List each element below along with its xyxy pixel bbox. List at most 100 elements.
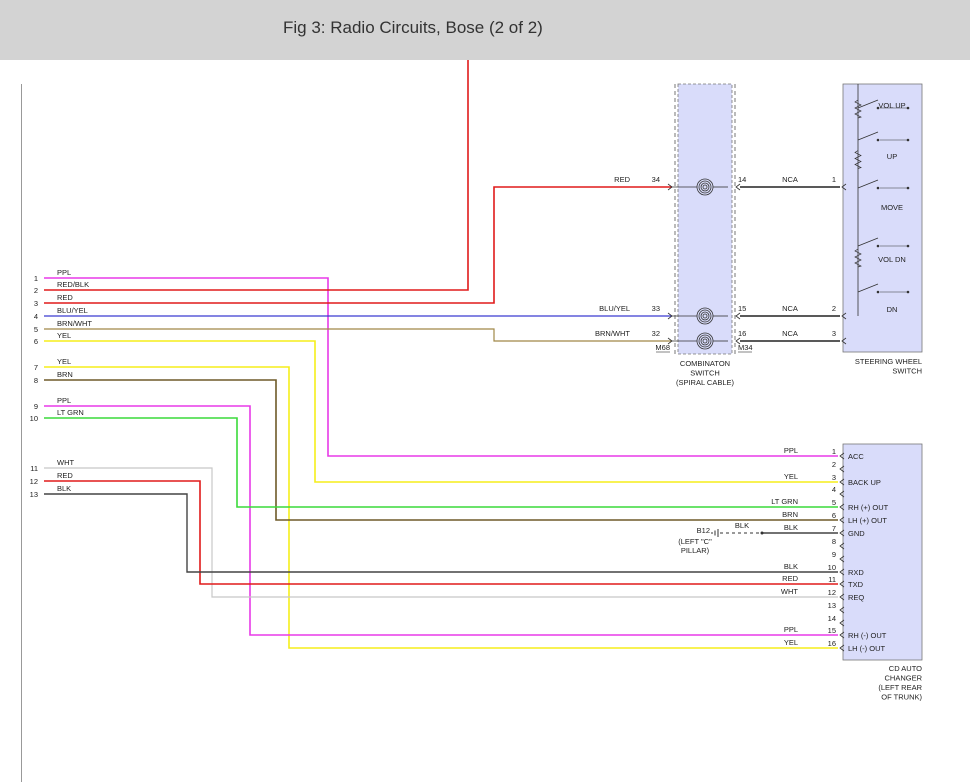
swsw-pin: 3 [832, 329, 836, 338]
cd-pin-function: RH (-) OUT [848, 631, 887, 640]
cd-wire-label: LT GRN [771, 497, 798, 506]
combination-switch-name: (SPIRAL CABLE) [676, 378, 735, 387]
page-title: Fig 3: Radio Circuits, Bose (2 of 2) [283, 18, 543, 37]
resistor-icon [854, 99, 862, 119]
cd-pin-number: 6 [832, 511, 836, 520]
combo-in-label: BLU/YEL [599, 304, 630, 313]
wire-brn-wht [44, 328, 672, 342]
cd-pin-number: 16 [828, 639, 836, 648]
cd-pin-function: LH (-) OUT [848, 644, 885, 653]
cd-pin-number: 4 [832, 485, 836, 494]
wires [44, 60, 840, 649]
switch-contact-icon [857, 99, 879, 109]
switch-terminal [876, 244, 880, 248]
cd-wire-label: YEL [784, 472, 798, 481]
switch-terminal [876, 138, 880, 142]
resistor-icon [854, 150, 862, 169]
symbols [656, 84, 910, 652]
steering-switch-label: VOL UP [878, 101, 905, 110]
connector-chevron [839, 555, 845, 563]
connector-chevron [841, 337, 847, 345]
steering-wheel-switch-box [842, 83, 923, 353]
wire-red-txd [44, 480, 838, 585]
cd-pin-number: 1 [832, 447, 836, 456]
cd-pin-number: 8 [832, 537, 836, 546]
left-pin-number: 12 [30, 477, 38, 486]
connector-chevron [667, 183, 673, 191]
title-bar: Fig 3: Radio Circuits, Bose (2 of 2) [0, 0, 970, 60]
switch-contact-icon [857, 131, 879, 141]
connector-chevron [839, 478, 845, 486]
cd-wire-label: WHT [781, 587, 798, 596]
ground-id: B12 [697, 526, 710, 535]
left-wire-label: RED/BLK [57, 280, 89, 289]
connector-chevron [841, 183, 847, 191]
ground-wire-label: BLK [735, 521, 749, 530]
connector-chevron [735, 312, 741, 320]
switch-contact-icon [857, 237, 879, 247]
cd-pin-number: 2 [832, 460, 836, 469]
connector-chevron [839, 452, 845, 460]
cd-pin-number: 3 [832, 473, 836, 482]
connector-chevron [839, 503, 845, 511]
connector-chevron [839, 465, 845, 473]
cd-pin-number: 11 [828, 575, 836, 584]
swsw-pin: 1 [832, 175, 836, 184]
left-wire-label: LT GRN [57, 408, 84, 417]
cd-pin-number: 15 [828, 626, 836, 635]
resistor-icon [854, 248, 862, 268]
left-wire-label: BLK [57, 484, 71, 493]
spiral-cable-icon [702, 184, 708, 190]
combo-out-pin: 15 [738, 304, 746, 313]
cd-pin-number: 9 [832, 550, 836, 559]
left-pin-number: 4 [34, 312, 38, 321]
cd-wire-label: BLK [784, 562, 798, 571]
wire-ppl-acc [44, 277, 838, 457]
left-pin-number: 7 [34, 363, 38, 372]
connector-chevron [839, 619, 845, 627]
steering-switch-label: DN [887, 305, 898, 314]
connector-chevron [839, 606, 845, 614]
cd-pin-number: 7 [832, 524, 836, 533]
cd-pin-function: RH (+) OUT [848, 503, 889, 512]
spiral-cable-icon [698, 309, 712, 323]
wire-red-spiral [44, 186, 672, 304]
wire-brn-lh-plus [44, 379, 838, 521]
left-pin-number: 2 [34, 286, 38, 295]
cd-pin-number: 13 [828, 601, 836, 610]
combo-out-label: NCA [782, 175, 798, 184]
connector-chevron [735, 183, 741, 191]
cd-pin-function: TXD [848, 580, 864, 589]
left-wire-label: RED [57, 471, 73, 480]
cd-changer-name: CD AUTO [889, 664, 922, 673]
cd-pin-number: 10 [828, 563, 836, 572]
cd-wire-label: YEL [784, 638, 798, 647]
switch-terminal [876, 290, 880, 294]
combo-in-pin: 34 [652, 175, 660, 184]
left-wire-label: YEL [57, 331, 71, 340]
left-wire-label: YEL [57, 357, 71, 366]
connector-chevron [839, 631, 845, 639]
spiral-cable-icon [700, 336, 710, 346]
left-pin-number: 1 [34, 274, 38, 283]
connector-m68: M68 [655, 343, 670, 352]
wire-blk-rxd [44, 493, 838, 573]
combo-out-pin: 14 [738, 175, 746, 184]
cd-wire-label: BRN [782, 510, 798, 519]
ground-location: PILLAR) [681, 546, 710, 555]
cd-changer-box [842, 443, 923, 661]
switch-terminal [876, 106, 880, 110]
wire-lt-grn-rh-plus [44, 417, 838, 508]
cd-wire-label: PPL [784, 625, 798, 634]
combination-switch-box [677, 83, 733, 355]
page-edge [21, 84, 22, 782]
combo-in-label: BRN/WHT [595, 329, 630, 338]
spiral-cable-icon [702, 313, 708, 319]
spiral-cable-icon [698, 180, 712, 194]
left-pin-number: 9 [34, 402, 38, 411]
connector-m34: M34 [738, 343, 753, 352]
left-pin-number: 3 [34, 299, 38, 308]
left-wire-label: BRN [57, 370, 73, 379]
cd-pin-number: 14 [828, 614, 836, 623]
